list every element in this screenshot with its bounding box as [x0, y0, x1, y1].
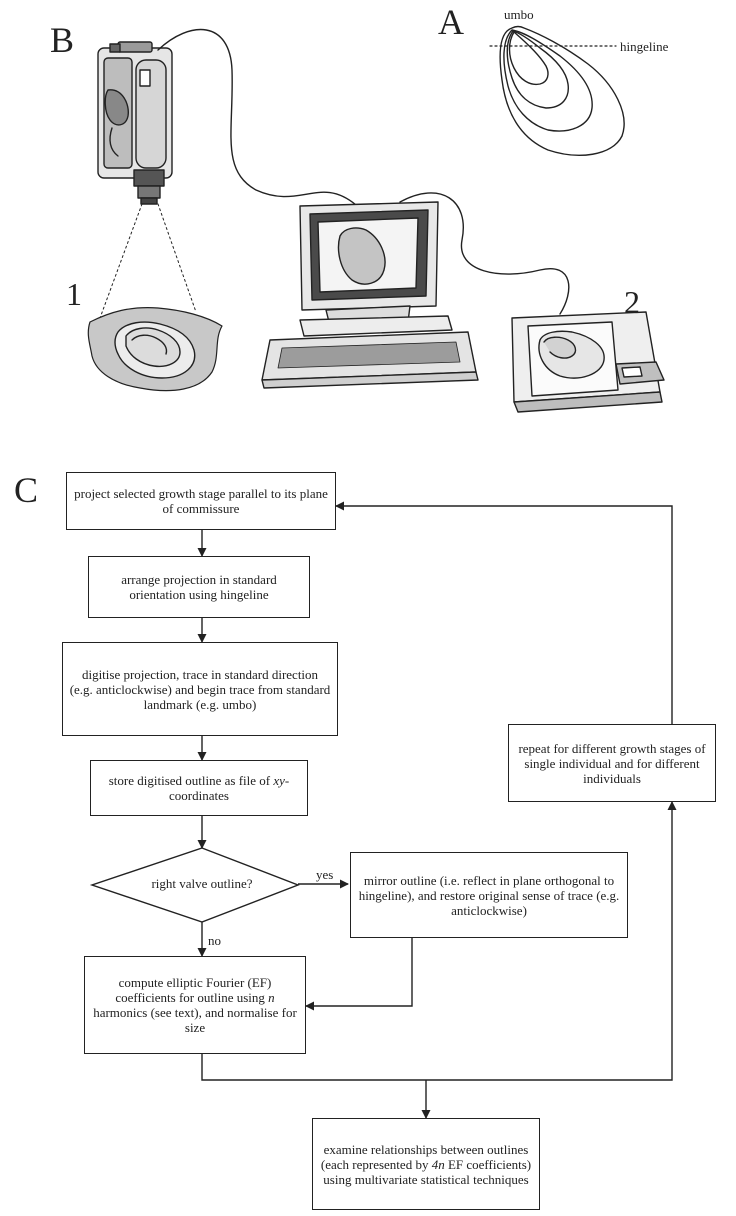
flow-step-repeat: repeat for different growth stages of si…	[508, 724, 716, 802]
no-label: no	[208, 933, 221, 948]
hingeline-label: hingeline	[620, 39, 669, 54]
stage-label-1: 1	[66, 276, 82, 312]
video-camera-icon	[97, 41, 173, 205]
flow-step-store: store digitised outline as file of xy-co…	[90, 760, 308, 816]
shell-growth-stages-icon	[499, 25, 625, 156]
shell-specimen-icon	[87, 307, 223, 392]
panel-label-c: C	[14, 470, 39, 510]
equipment-illustration	[87, 25, 665, 413]
decision-diamond	[89, 847, 300, 923]
panel-label-a: A	[438, 2, 464, 42]
flow-step-digitise: digitise projection, trace in standard d…	[62, 642, 338, 736]
decision-text: right valve outline?	[151, 876, 253, 891]
flow-step-arrange: arrange projection in standard orientati…	[88, 556, 310, 618]
flow-step-project: project selected growth stage parallel t…	[66, 472, 336, 530]
keyboard-icon	[261, 331, 479, 389]
flow-step-mirror: mirror outline (i.e. reflect in plane or…	[350, 852, 628, 938]
flow-step-compute: compute elliptic Fourier (EF) coefficien…	[84, 956, 306, 1054]
arrow-repeat-loop	[335, 501, 673, 724]
yes-label: yes	[316, 867, 334, 882]
flow-step-examine: examine relationships between outlines (…	[312, 1118, 540, 1210]
arrow-compute-to-repeat	[201, 801, 677, 1081]
computer-base-icon	[299, 315, 453, 337]
computer-monitor-icon	[299, 201, 439, 327]
digitising-tablet-icon	[511, 311, 665, 413]
stage-label-2: 2	[624, 284, 640, 320]
panel-label-b: B	[50, 20, 75, 60]
arrow-mirror-to-compute	[305, 938, 413, 1011]
umbo-label: umbo	[504, 7, 534, 22]
